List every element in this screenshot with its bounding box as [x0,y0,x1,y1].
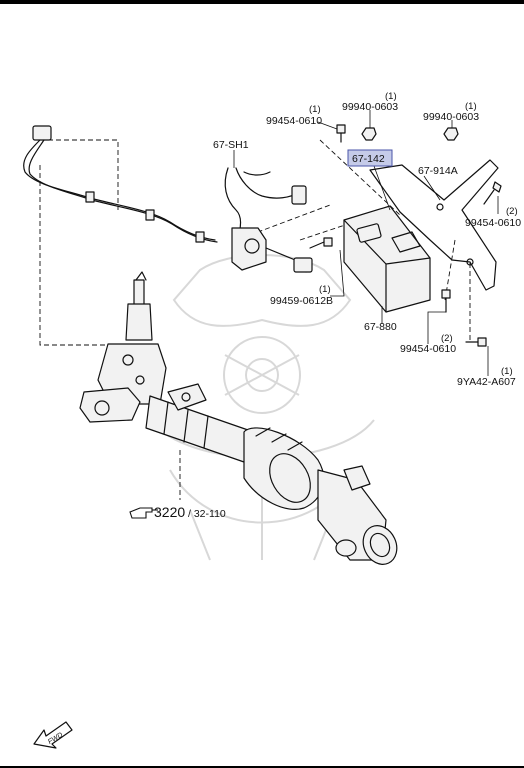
mounting-bracket [369,159,499,291]
pointing-hand-icon [129,507,158,519]
label-99459: 99459-0612B [270,295,333,307]
qty-99454-right: (2) [506,206,518,217]
leader-99459 [330,249,345,297]
reference-section-number[interactable]: 3220 [154,504,185,520]
label-99454-top: 99454-0610 [266,115,322,127]
dash-line-4 [299,224,346,241]
label-9ya42: 9YA42-A607 [457,376,516,388]
label-67142[interactable]: 67-142 [352,153,385,165]
qty-99940-a: (1) [385,91,397,102]
leader-99454-bottom [427,311,446,344]
label-99940-a: 99940-0603 [342,101,398,113]
sensor-harness-assembly [224,167,313,273]
bottom-rule [0,766,524,768]
fwd-arrow-icon: FWD [33,721,73,749]
label-67sh1: 67-SH1 [213,139,249,151]
reference-page-number[interactable]: / 32-110 [188,508,226,520]
label-99940-b: 99940-0603 [423,111,479,123]
dash-line-2 [39,165,118,346]
dash-line-6 [319,139,401,216]
qty-99454-top: (1) [309,104,321,115]
qty-9ya42: (1) [501,366,513,377]
label-99454-right: 99454-0610 [465,217,521,229]
fasteners [309,124,502,347]
leader-99454-top [317,121,338,130]
highlight-box-67142[interactable] [347,149,393,167]
qty-99454-bottom: (2) [441,333,453,344]
qty-99459: (1) [319,284,331,295]
control-module [343,205,431,313]
dash-line-3 [249,204,331,236]
label-67914a: 67-914A [418,165,458,177]
dash-line-1 [40,139,119,210]
leader-67914a [423,175,441,201]
qty-99940-b: (1) [465,101,477,112]
label-67880: 67-880 [364,321,397,333]
label-99454-bottom: 99454-0610 [400,343,456,355]
leader-67142 [373,165,391,211]
wiring-harness [23,125,218,243]
top-rule [0,0,524,4]
steering-rack-assembly [79,271,398,565]
